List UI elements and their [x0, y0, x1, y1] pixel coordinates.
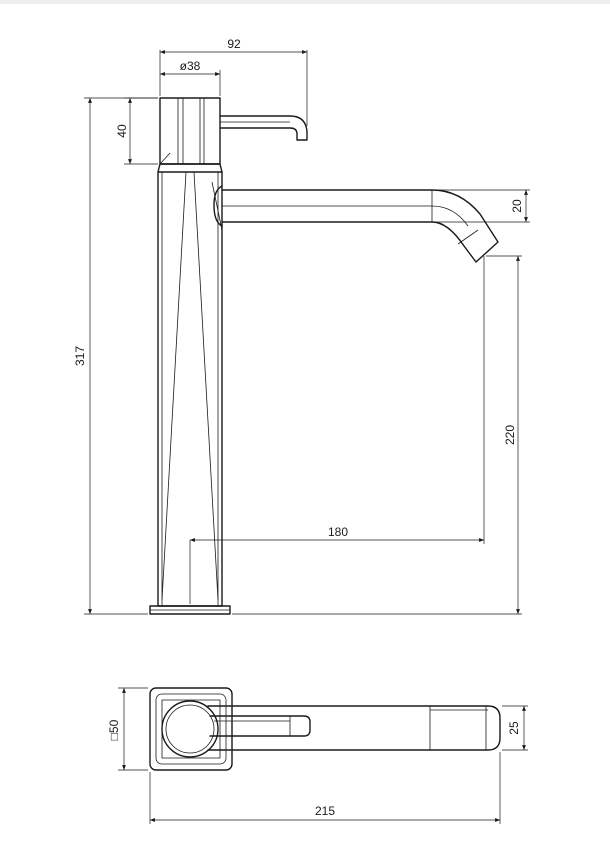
top-band — [0, 0, 610, 4]
dim-label-diameter-38: ø38 — [180, 59, 201, 73]
dim-label-40: 40 — [115, 124, 129, 138]
dimension-92: 92 — [159, 37, 308, 126]
side-elevation-view — [149, 97, 499, 615]
dimension-215: 215 — [149, 752, 501, 824]
dimension-317: 317 — [73, 97, 158, 615]
dim-label-92: 92 — [227, 37, 241, 51]
dim-label-20: 20 — [510, 199, 524, 213]
base-plinth — [149, 605, 231, 615]
handle-collar — [157, 163, 223, 173]
square-base — [149, 687, 233, 771]
top-plan-view — [149, 687, 501, 771]
dimension-diameter-38: ø38 — [160, 59, 221, 96]
dim-label-180: 180 — [328, 525, 348, 539]
dimension-20: 20 — [436, 189, 530, 223]
spout — [213, 185, 499, 263]
dimension-180: 180 — [189, 256, 485, 604]
handle-circle — [161, 700, 219, 758]
dimension-40: 40 — [115, 97, 158, 165]
handle-lever — [219, 115, 308, 141]
dimension-square-50: □50 — [107, 687, 148, 771]
lever-top — [209, 715, 311, 737]
dimension-220: 220 — [232, 255, 522, 615]
dim-label-215: 215 — [315, 804, 335, 818]
spout-top — [207, 705, 501, 751]
dim-label-25: 25 — [507, 721, 521, 735]
dim-label-317: 317 — [73, 346, 87, 366]
dim-label-square-50: □50 — [107, 719, 121, 740]
handle-body — [159, 97, 221, 165]
dim-label-220: 220 — [503, 425, 517, 445]
dimension-25: 25 — [502, 705, 528, 751]
